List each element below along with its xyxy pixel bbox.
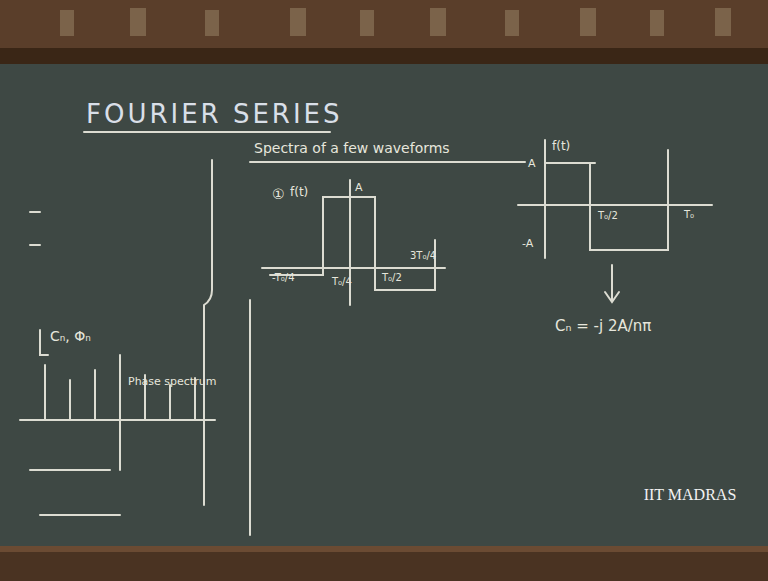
watermark: IIT MADRAS xyxy=(640,487,740,503)
time-label: -T₀/4 xyxy=(272,272,295,284)
board-title: FOURIER SERIES xyxy=(86,100,343,130)
spectrum-note: Phase spectrum xyxy=(128,376,216,389)
time-label: T₀ xyxy=(684,209,694,221)
time-label: T₀/2 xyxy=(382,272,402,284)
amplitude-label: A xyxy=(528,158,536,171)
spectrum-label: Cₙ, Φₙ xyxy=(50,328,91,344)
axis-label: f(t) xyxy=(552,140,570,154)
item-number: ① xyxy=(272,186,285,202)
formula: Cₙ = -j 2A/nπ xyxy=(555,318,651,335)
amplitude-label: A xyxy=(355,182,363,195)
subtitle: Spectra of a few waveforms xyxy=(254,140,450,156)
axis-label: f(t) xyxy=(290,186,308,200)
time-label: 3T₀/4 xyxy=(410,250,436,262)
time-label: T₀/2 xyxy=(598,210,618,222)
time-label: T₀/4 xyxy=(332,276,352,288)
amplitude-label: -A xyxy=(522,238,533,251)
